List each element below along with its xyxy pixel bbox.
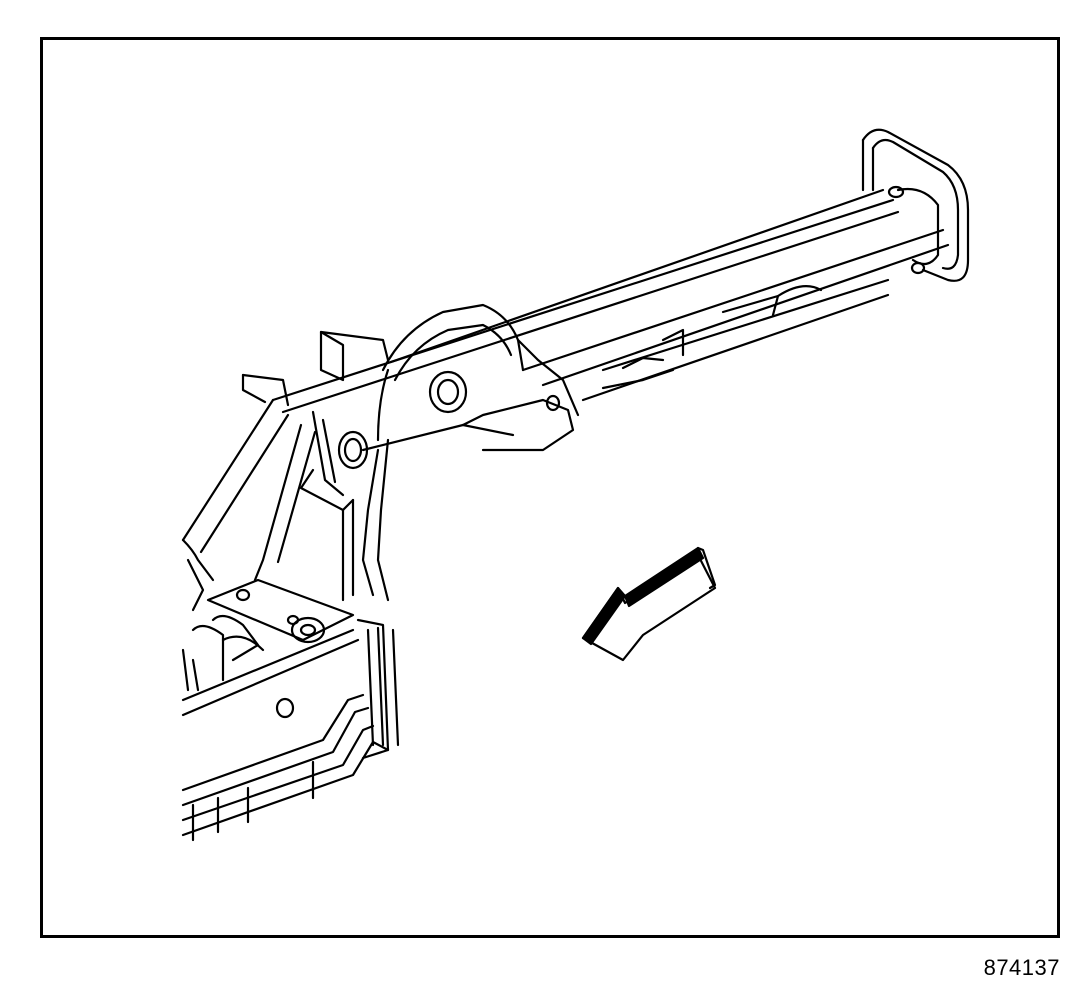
upper-bracket-tabs	[241, 330, 390, 497]
lower-frame-rail	[181, 618, 400, 842]
upper-frame-rail	[271, 188, 950, 414]
center-bracket	[337, 303, 580, 470]
direction-arrow-icon	[581, 546, 717, 662]
lower-bracket	[181, 578, 355, 692]
diagonal-member	[181, 398, 390, 612]
frame-rail-illustration	[181, 128, 970, 842]
illustration-frame	[40, 37, 1060, 938]
rear-mount-flange	[861, 128, 970, 282]
figure-id-label: 874137	[983, 955, 1060, 980]
